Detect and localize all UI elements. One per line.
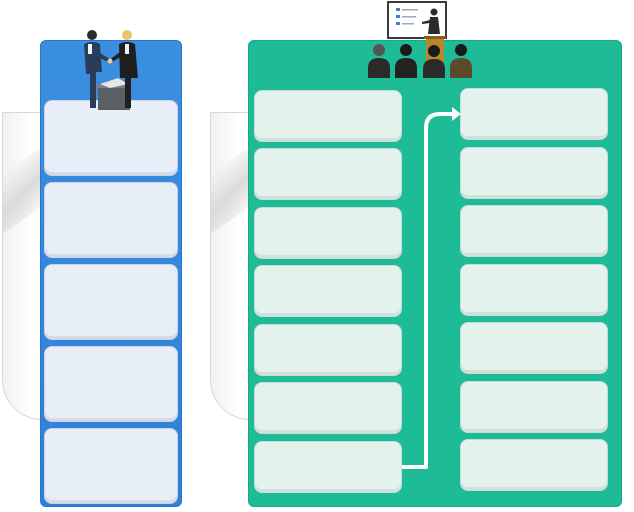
right-a-box-2 [254,148,402,200]
right-b-box-3 [460,205,608,257]
left-box-1 [44,100,178,176]
right-b-box-7 [460,439,608,491]
left-box-2 [44,182,178,258]
left-box-5 [44,428,178,504]
right-b-box-6 [460,381,608,433]
right-a-box-4 [254,265,402,317]
right-a-box-7 [254,441,402,493]
right-a-box-5 [254,324,402,376]
right-b-box-4 [460,264,608,316]
left-box-3 [44,264,178,340]
left-box-4 [44,346,178,422]
right-b-box-2 [460,147,608,199]
right-b-box-1 [460,88,608,140]
handshake-at-desk-icon [84,30,138,110]
right-b-box-5 [460,322,608,374]
presentation-audience-icon [368,1,472,78]
right-a-box-3 [254,207,402,259]
connector-arrow [402,107,461,469]
right-a-box-1 [254,90,402,142]
right-a-box-6 [254,382,402,434]
